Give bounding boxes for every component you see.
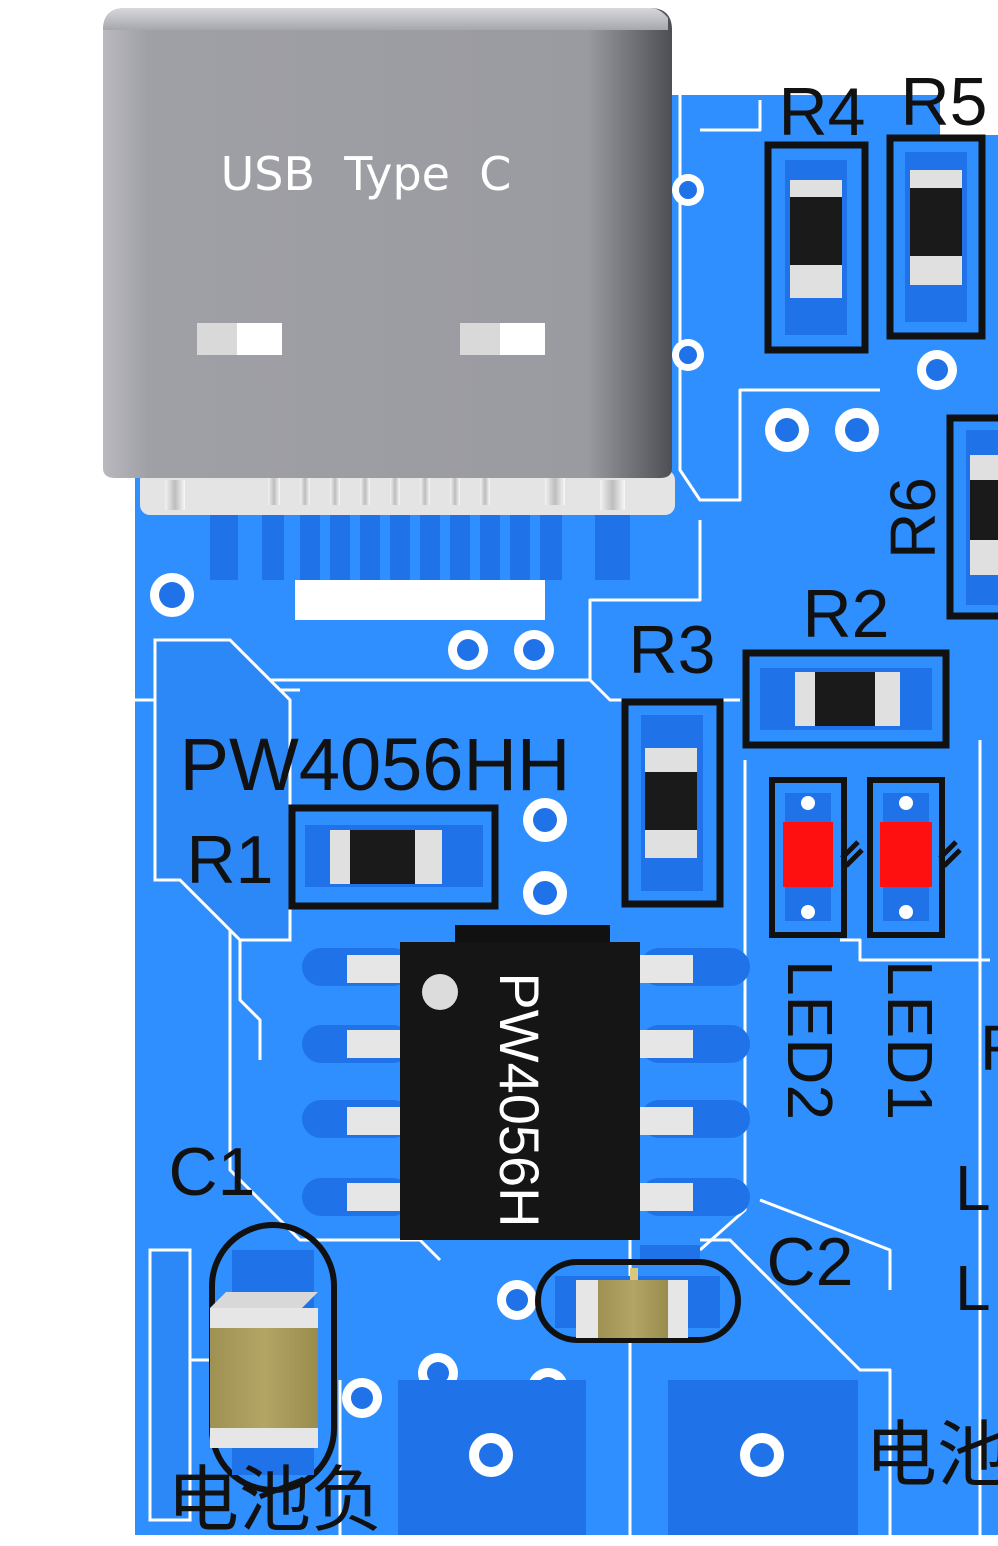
ic-right-pads — [638, 948, 750, 1216]
via — [523, 798, 567, 842]
via — [448, 630, 488, 670]
resistor-r6: R6 — [877, 414, 998, 620]
r6-label: R6 — [877, 477, 949, 559]
via — [497, 1280, 537, 1320]
ic-designator: PW4056HH — [180, 723, 571, 806]
via — [523, 871, 567, 915]
resistor-r5: R5 — [886, 64, 988, 340]
r3-label: R3 — [629, 612, 716, 688]
r2-label: R2 — [803, 576, 890, 652]
copper-zones — [148, 638, 700, 1522]
usb-type-c-connector: USB Type C — [103, 8, 675, 515]
via — [765, 408, 809, 452]
ic-pw4056h: PW4056H — [302, 925, 750, 1240]
edge-label-l1: L — [955, 1152, 991, 1224]
led1: LED1 — [867, 777, 962, 1120]
r4-label: R4 — [779, 74, 866, 150]
r5-label: R5 — [901, 64, 988, 140]
led2-label: LED2 — [774, 960, 846, 1120]
via — [835, 408, 879, 452]
led2: LED2 — [769, 777, 864, 1120]
usb-pads — [210, 515, 630, 620]
via-group — [150, 174, 957, 1418]
via — [342, 1378, 382, 1418]
battery-negative-label: 电池负 — [167, 1458, 383, 1542]
battery-positive-label: 电池 — [865, 1413, 998, 1497]
capacitor-c1: C1 — [169, 1134, 337, 1493]
resistor-r1: R1 — [187, 804, 499, 910]
edge-label-l2: L — [955, 1252, 991, 1324]
usb-label: USB Type C — [221, 147, 512, 201]
via — [150, 573, 194, 617]
via — [917, 350, 957, 390]
battery-negative-pad — [398, 1380, 586, 1535]
ic-left-pads — [302, 948, 412, 1216]
battery-positive-pad — [668, 1380, 858, 1535]
capacitor-c2: C2 — [535, 1224, 854, 1343]
via — [672, 174, 704, 206]
c1-label: C1 — [169, 1134, 256, 1210]
resistor-r3: R3 — [621, 612, 724, 908]
edge-label-r: R — [980, 1012, 998, 1084]
ic-marking: PW4056H — [488, 972, 551, 1227]
resistor-r4: R4 — [764, 74, 869, 354]
led1-label: LED1 — [874, 960, 946, 1120]
via — [514, 630, 554, 670]
r1-label: R1 — [187, 822, 274, 898]
resistor-r2: R2 — [742, 576, 950, 749]
c2-label: C2 — [767, 1224, 854, 1300]
via — [672, 339, 704, 371]
